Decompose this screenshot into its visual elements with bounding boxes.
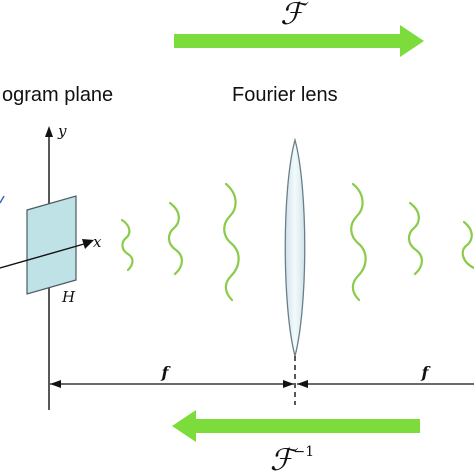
inverse-arrow-shaft — [194, 419, 420, 433]
distance-left-arrow-start — [50, 380, 61, 388]
hologram-plane-label: ogram plane — [2, 84, 113, 106]
wave-group — [120, 182, 474, 302]
y-axis-label: y — [57, 122, 67, 140]
inverse-transform-label: ℱ−1 — [270, 443, 314, 474]
distance-left — [50, 380, 294, 388]
wave-6 — [461, 220, 474, 270]
x-axis-label: x — [93, 233, 102, 251]
forward-arrow-shaft — [174, 34, 406, 48]
inverse-arrow-head — [172, 410, 196, 442]
plane-h-label: H — [61, 288, 76, 306]
distance-left-arrow-end — [283, 380, 294, 388]
x-axis-arrowhead — [82, 239, 94, 249]
distance-right-arrow-start — [297, 380, 308, 388]
wave-5 — [407, 201, 423, 276]
distance-left-label: f — [161, 363, 172, 382]
x-axis — [0, 239, 94, 269]
hologram-plane — [26, 195, 77, 295]
inverse-transform-arrow — [172, 410, 420, 442]
y-axis-arrowhead — [45, 126, 53, 137]
wave-2 — [167, 201, 183, 276]
distance-right — [297, 380, 474, 388]
forward-transform-arrow — [174, 25, 424, 57]
fourier-lens — [284, 137, 306, 359]
forward-transform-label: ℱ — [280, 0, 309, 32]
forward-arrow-head — [400, 25, 424, 57]
fourier-lens-label: Fourier lens — [232, 84, 338, 106]
inverse-transform-sup: −1 — [293, 444, 314, 460]
incident-beam-mark — [0, 195, 5, 204]
wave-1 — [120, 218, 134, 272]
distance-right-label: f — [421, 363, 432, 382]
wave-3 — [223, 182, 240, 302]
wave-4 — [350, 182, 367, 302]
